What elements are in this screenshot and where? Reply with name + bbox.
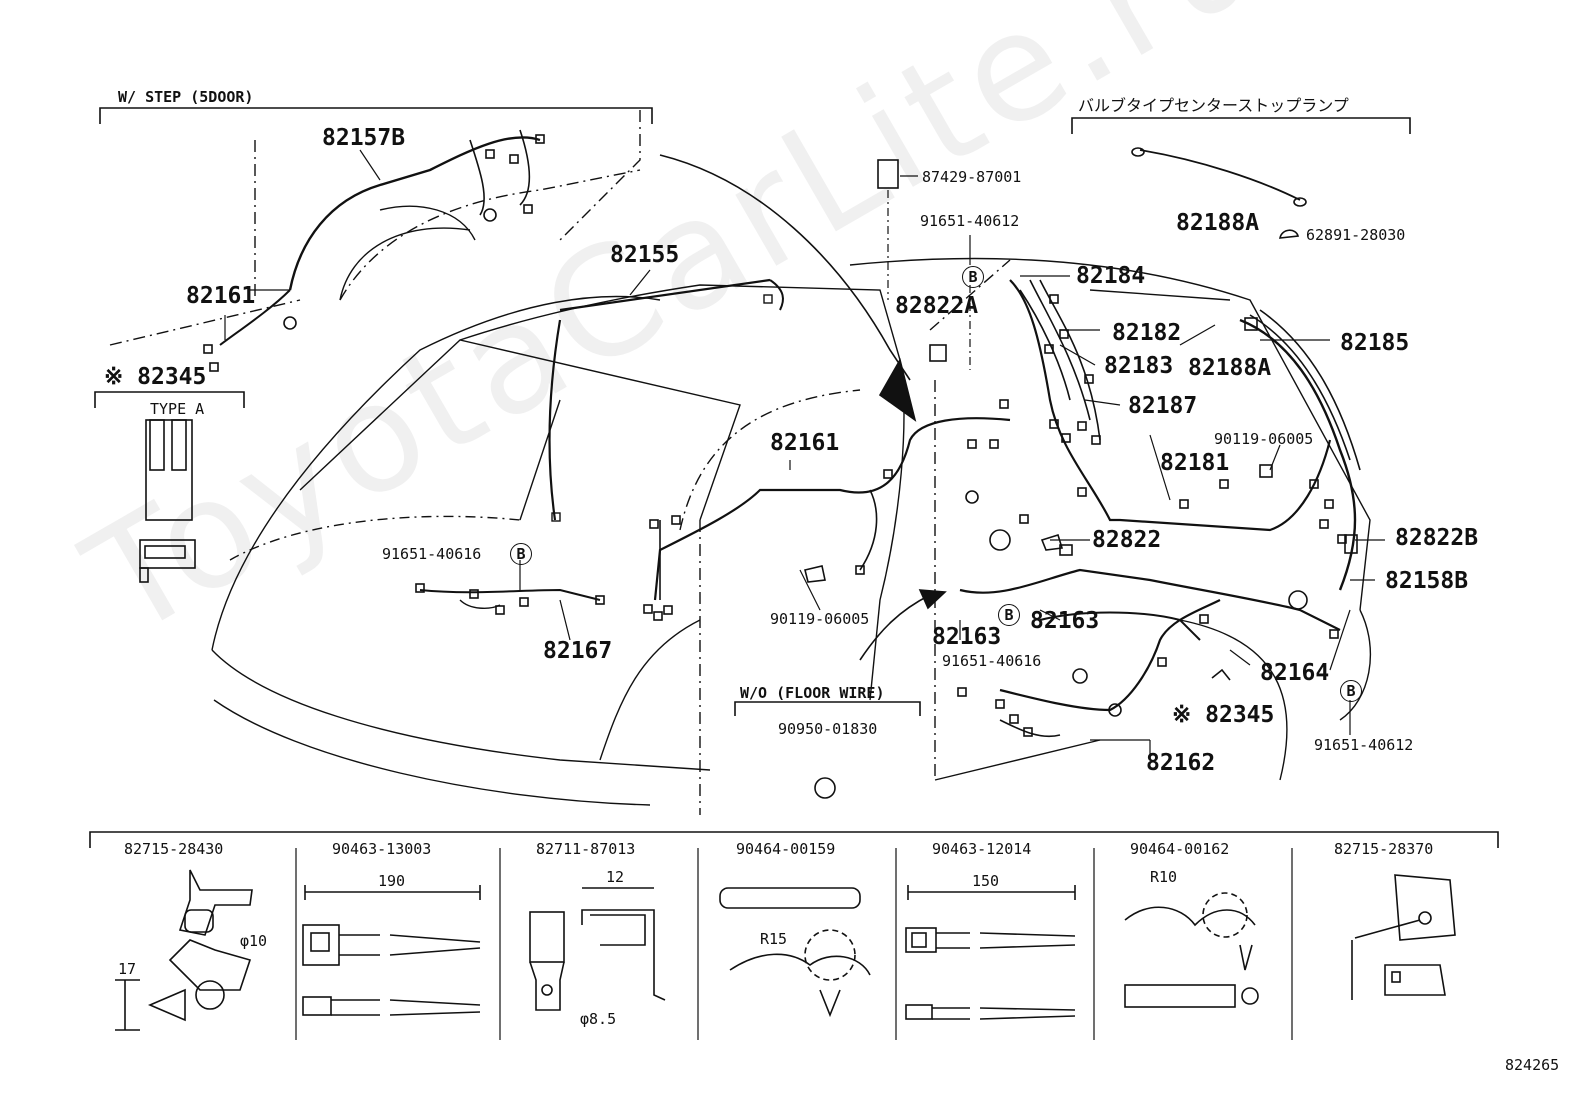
clip-3-dim-diameter: φ8.5 xyxy=(580,1010,617,1028)
marker-b-mid: B xyxy=(998,604,1020,626)
group-wo-floor: W/O (FLOOR WIRE) xyxy=(740,684,885,702)
part-82184: 82184 xyxy=(1076,263,1146,289)
group-type-a: TYPE A xyxy=(150,400,205,418)
part-82822B: 82822B xyxy=(1395,525,1479,551)
figure-number: 824265 xyxy=(1505,1056,1560,1074)
marker-b-right: B xyxy=(1340,680,1362,702)
part-82183: 82183 xyxy=(1104,353,1174,379)
part-82182: 82182 xyxy=(1112,320,1182,346)
clip-5-dim-length: 150 xyxy=(972,872,1000,890)
part-90950-01830: 90950-01830 xyxy=(778,720,878,738)
clip-6-part: 90464-00162 xyxy=(1130,840,1230,858)
clip-1-dim-diameter: φ10 xyxy=(240,932,268,950)
marker-b-left: B xyxy=(510,543,532,565)
clip-4-part: 90464-00159 xyxy=(736,840,836,858)
part-82158B: 82158B xyxy=(1385,568,1469,594)
part-82188A-top: 82188A xyxy=(1176,210,1260,236)
clip-1-part: 82715-28430 xyxy=(124,840,224,858)
part-82164: 82164 xyxy=(1260,660,1330,686)
part-90119-06005-mid: 90119-06005 xyxy=(770,610,870,628)
part-82188A-mid: 82188A xyxy=(1188,355,1272,381)
part-82822: 82822 xyxy=(1092,527,1162,553)
clip-2-dim-length: 190 xyxy=(378,872,406,890)
part-82345-left: ※ 82345 xyxy=(104,364,207,390)
clip-5-part: 90463-12014 xyxy=(932,840,1032,858)
part-91651-40612-right: 91651-40612 xyxy=(1314,736,1414,754)
clip-1-dim-height: 17 xyxy=(118,960,137,978)
clip-3-dim-width: 12 xyxy=(606,868,625,886)
part-82155: 82155 xyxy=(610,242,680,268)
part-82163-b: 82163 xyxy=(932,624,1002,650)
part-82822A: 82822A xyxy=(895,293,979,319)
part-91651-40616-left: 91651-40616 xyxy=(382,545,482,563)
part-82187: 82187 xyxy=(1128,393,1198,419)
part-91651-40616-mid: 91651-40616 xyxy=(942,652,1042,670)
clip-3-part: 82711-87013 xyxy=(536,840,636,858)
group-bulb-type: バルブタイプセンターストップランプ xyxy=(1078,96,1349,115)
part-82185: 82185 xyxy=(1340,330,1410,356)
part-82161-top: 82161 xyxy=(186,283,256,309)
part-82161-mid: 82161 xyxy=(770,430,840,456)
part-87429-87001: 87429-87001 xyxy=(922,168,1022,186)
part-82345-right: ※ 82345 xyxy=(1172,702,1275,728)
part-91651-40612-top: 91651-40612 xyxy=(920,212,1020,230)
part-82162: 82162 xyxy=(1146,750,1216,776)
part-90119-06005-right: 90119-06005 xyxy=(1214,430,1314,448)
part-82167: 82167 xyxy=(543,638,613,664)
clip-7-part: 82715-28370 xyxy=(1334,840,1434,858)
part-82181: 82181 xyxy=(1160,450,1230,476)
part-82157B: 82157B xyxy=(322,125,406,151)
clip-4-dim-radius: R15 xyxy=(760,930,788,948)
part-62891-28030: 62891-28030 xyxy=(1306,226,1406,244)
marker-b-top: B xyxy=(962,266,984,288)
part-82163-a: 82163 xyxy=(1030,608,1100,634)
clip-6-dim-radius: R10 xyxy=(1150,868,1178,886)
clip-2-part: 90463-13003 xyxy=(332,840,432,858)
group-w-step: W/ STEP (5DOOR) xyxy=(118,88,254,106)
